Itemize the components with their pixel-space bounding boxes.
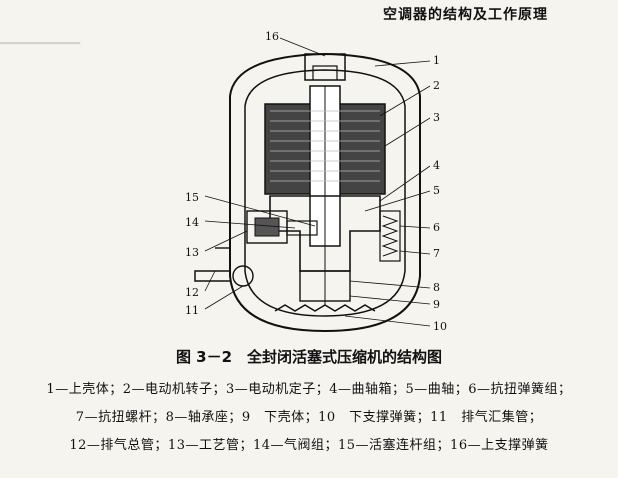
callout-9: 9 (433, 298, 440, 311)
callout-14: 14 (185, 216, 199, 229)
legend-line-2: 7—抗扭螺杆；8—轴承座；9 下壳体；10 下支撑弹簧；11 排气汇集管； (75, 410, 543, 425)
callout-1: 1 (433, 54, 440, 67)
callout-8: 8 (433, 281, 440, 294)
page-header: 空调器的结构及工作原理 (383, 7, 548, 23)
callout-5: 5 (433, 184, 440, 197)
bleed-text: ▁▁▁▁▁▁▁▁ (0, 30, 80, 45)
callout-12: 12 (185, 286, 199, 299)
callout-15: 15 (185, 191, 199, 204)
legend-line-1: 1—上壳体；2—电动机转子；3—电动机定子；4—曲轴箱；5—曲轴；6—抗扭弹簧组… (46, 382, 572, 397)
compressor-figure: 1 2 3 4 5 6 7 8 9 10 11 12 13 14 15 16 (175, 26, 475, 336)
callout-16: 16 (265, 30, 279, 43)
callout-6: 6 (433, 221, 440, 234)
callout-13: 13 (185, 246, 199, 259)
compressor-diagram (194, 37, 431, 333)
callout-7: 7 (433, 247, 440, 260)
callout-10: 10 (433, 320, 447, 333)
legend-line-3: 12—排气总管；13—工艺管；14—气阀组；15—活塞连杆组；16—上支撑弹簧 (69, 438, 549, 453)
callout-2: 2 (433, 79, 440, 92)
callout-4: 4 (433, 159, 440, 172)
figure-caption: 图 3－2 全封闭活塞式压缩机的结构图 (175, 348, 443, 366)
callout-11: 11 (185, 304, 199, 317)
callout-3: 3 (433, 111, 440, 124)
